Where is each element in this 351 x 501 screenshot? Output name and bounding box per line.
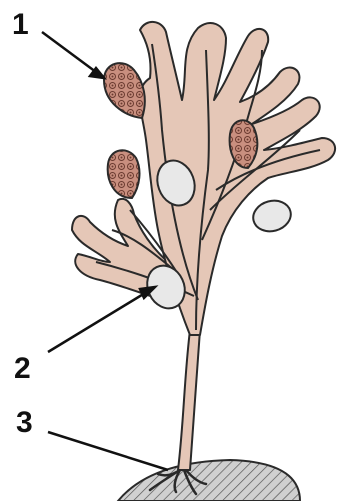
- callout-label-3: 3: [16, 406, 33, 439]
- receptacle-middle-left: [108, 150, 140, 198]
- receptacle-top-left: [104, 63, 145, 118]
- callout-label-1: 1: [12, 8, 29, 41]
- arrow-1: [42, 32, 100, 75]
- arrow-3: [48, 432, 168, 470]
- substrate: [118, 460, 300, 501]
- air-bladder-right: [250, 197, 294, 236]
- arrow-2: [48, 290, 150, 352]
- callout-label-2: 2: [14, 352, 31, 385]
